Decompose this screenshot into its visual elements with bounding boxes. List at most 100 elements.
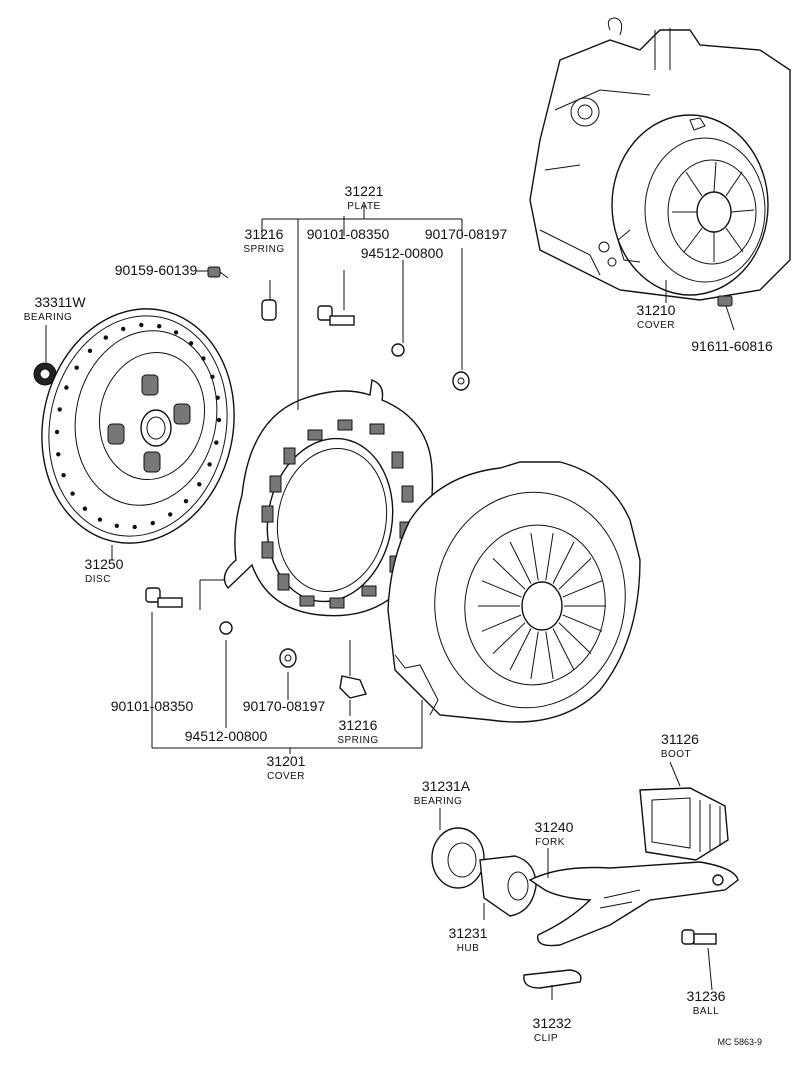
part-number: 90170-08197 xyxy=(425,226,508,242)
part-number: 31232 xyxy=(533,1015,572,1031)
rivet-hole xyxy=(215,395,220,400)
part-number: 31240 xyxy=(535,819,574,835)
rivet-hole xyxy=(121,326,126,332)
rivet-hole xyxy=(183,499,189,504)
rivet-hole xyxy=(57,407,62,412)
spring-finger xyxy=(545,631,554,679)
callout-90170-upper: 90170-08197 xyxy=(425,226,508,242)
part-name: PLATE xyxy=(347,201,380,212)
spring-finger xyxy=(481,614,522,632)
callout-90101-lower: 90101-08350 xyxy=(111,698,194,714)
rivet-hole xyxy=(173,330,179,335)
rivet-hole xyxy=(132,524,137,530)
rivet-hole xyxy=(188,341,194,346)
part-number: 31250 xyxy=(85,556,124,572)
callout-31236: 31236 BALL xyxy=(687,988,726,1017)
part-number: 94512-00800 xyxy=(185,728,268,744)
spring-finger xyxy=(530,533,539,581)
callout-90170-lower: 90170-08197 xyxy=(243,698,326,714)
rivet-hole xyxy=(201,356,206,361)
pressure-plate-flywheel-cover xyxy=(223,379,434,617)
disc-rivet-holes xyxy=(54,322,222,530)
callout-31250: 31250 DISC xyxy=(85,556,124,585)
part-number: 91611-60816 xyxy=(691,338,773,354)
rivet-hole xyxy=(87,348,93,353)
part-name: SPRING xyxy=(243,244,284,255)
part-name: BEARING xyxy=(414,796,463,807)
rivet-hole xyxy=(157,324,162,329)
spring-finger xyxy=(492,622,526,654)
rivet-hole xyxy=(207,462,212,467)
rivet-hole xyxy=(150,520,155,526)
part-name: COVER xyxy=(267,771,305,782)
part-number: 90101-08350 xyxy=(111,698,194,714)
part-number: 31236 xyxy=(687,988,726,1004)
rivet-hole xyxy=(64,385,69,390)
spring-finger xyxy=(558,622,592,654)
rivet-hole xyxy=(103,335,109,340)
spring-finger xyxy=(509,628,532,671)
spring-finger xyxy=(562,580,603,598)
upper-fasteners xyxy=(145,266,733,699)
part-number: 90159-60139 xyxy=(115,262,198,278)
part-number: 33311W xyxy=(34,294,86,310)
rivet-hole xyxy=(97,517,103,522)
catalog-code: MC 5863-9 xyxy=(717,1037,762,1047)
engine-housing-illustration xyxy=(529,17,791,301)
callout-90159: 90159-60139 xyxy=(115,262,198,278)
part-number: 31126 xyxy=(661,731,699,747)
callout-90101-upper: 90101-08350 xyxy=(307,226,390,242)
callout-31201: 31201 COVER xyxy=(267,753,306,782)
part-number: 90170-08197 xyxy=(243,698,326,714)
spring-finger xyxy=(552,541,575,584)
clutch-cover xyxy=(387,461,641,723)
rivet-hole xyxy=(56,452,61,457)
rivet-hole xyxy=(139,322,144,328)
rivet-hole xyxy=(210,374,215,379)
spring-finger xyxy=(558,558,592,590)
callout-31126: 31126 BOOT xyxy=(661,731,699,760)
release-mechanism-illustration xyxy=(431,787,739,989)
part-name: DISC xyxy=(85,574,111,585)
part-number: 90101-08350 xyxy=(307,226,390,242)
part-name: FORK xyxy=(535,837,565,848)
callout-31216-lower: 31216 SPRING xyxy=(337,717,378,746)
spring-finger xyxy=(481,580,522,598)
leader-lines xyxy=(45,205,735,1000)
callout-91611: 91611-60816 xyxy=(691,338,773,354)
part-number: 94512-00800 xyxy=(361,245,444,261)
rivet-hole xyxy=(54,429,60,435)
part-number: 31231A xyxy=(422,778,471,794)
callout-31240: 31240 FORK xyxy=(535,819,574,848)
rivet-hole xyxy=(168,512,173,517)
spring-finger xyxy=(530,631,539,679)
part-name: BEARING xyxy=(24,312,73,323)
part-name: BOOT xyxy=(661,749,691,760)
spring-finger xyxy=(562,614,603,632)
spring-finger xyxy=(509,541,532,584)
spring-finger xyxy=(492,558,526,590)
part-number: 31210 xyxy=(637,302,676,318)
callout-31216-upper: 31216 SPRING xyxy=(243,226,284,255)
rivet-hole xyxy=(214,440,219,445)
callout-94512-lower: 94512-00800 xyxy=(185,728,268,744)
rivet-hole xyxy=(197,482,202,487)
rivet-hole xyxy=(61,473,66,478)
part-name: CLIP xyxy=(534,1033,558,1044)
part-number: 31221 xyxy=(345,183,384,199)
part-number: 31201 xyxy=(267,753,306,769)
part-number: 31216 xyxy=(339,717,378,733)
callout-31231: 31231 HUB xyxy=(449,925,488,954)
part-name: HUB xyxy=(457,943,480,954)
callout-31231A: 31231A BEARING xyxy=(414,778,471,807)
rivet-hole xyxy=(74,365,79,370)
callout-94512-upper: 94512-00800 xyxy=(361,245,444,261)
rivet-hole xyxy=(70,491,75,496)
part-name: BALL xyxy=(693,1006,719,1017)
part-name: SPRING xyxy=(337,735,378,746)
clutch-disc xyxy=(41,308,235,544)
spring-finger xyxy=(545,533,554,581)
rivet-hole xyxy=(114,523,120,528)
